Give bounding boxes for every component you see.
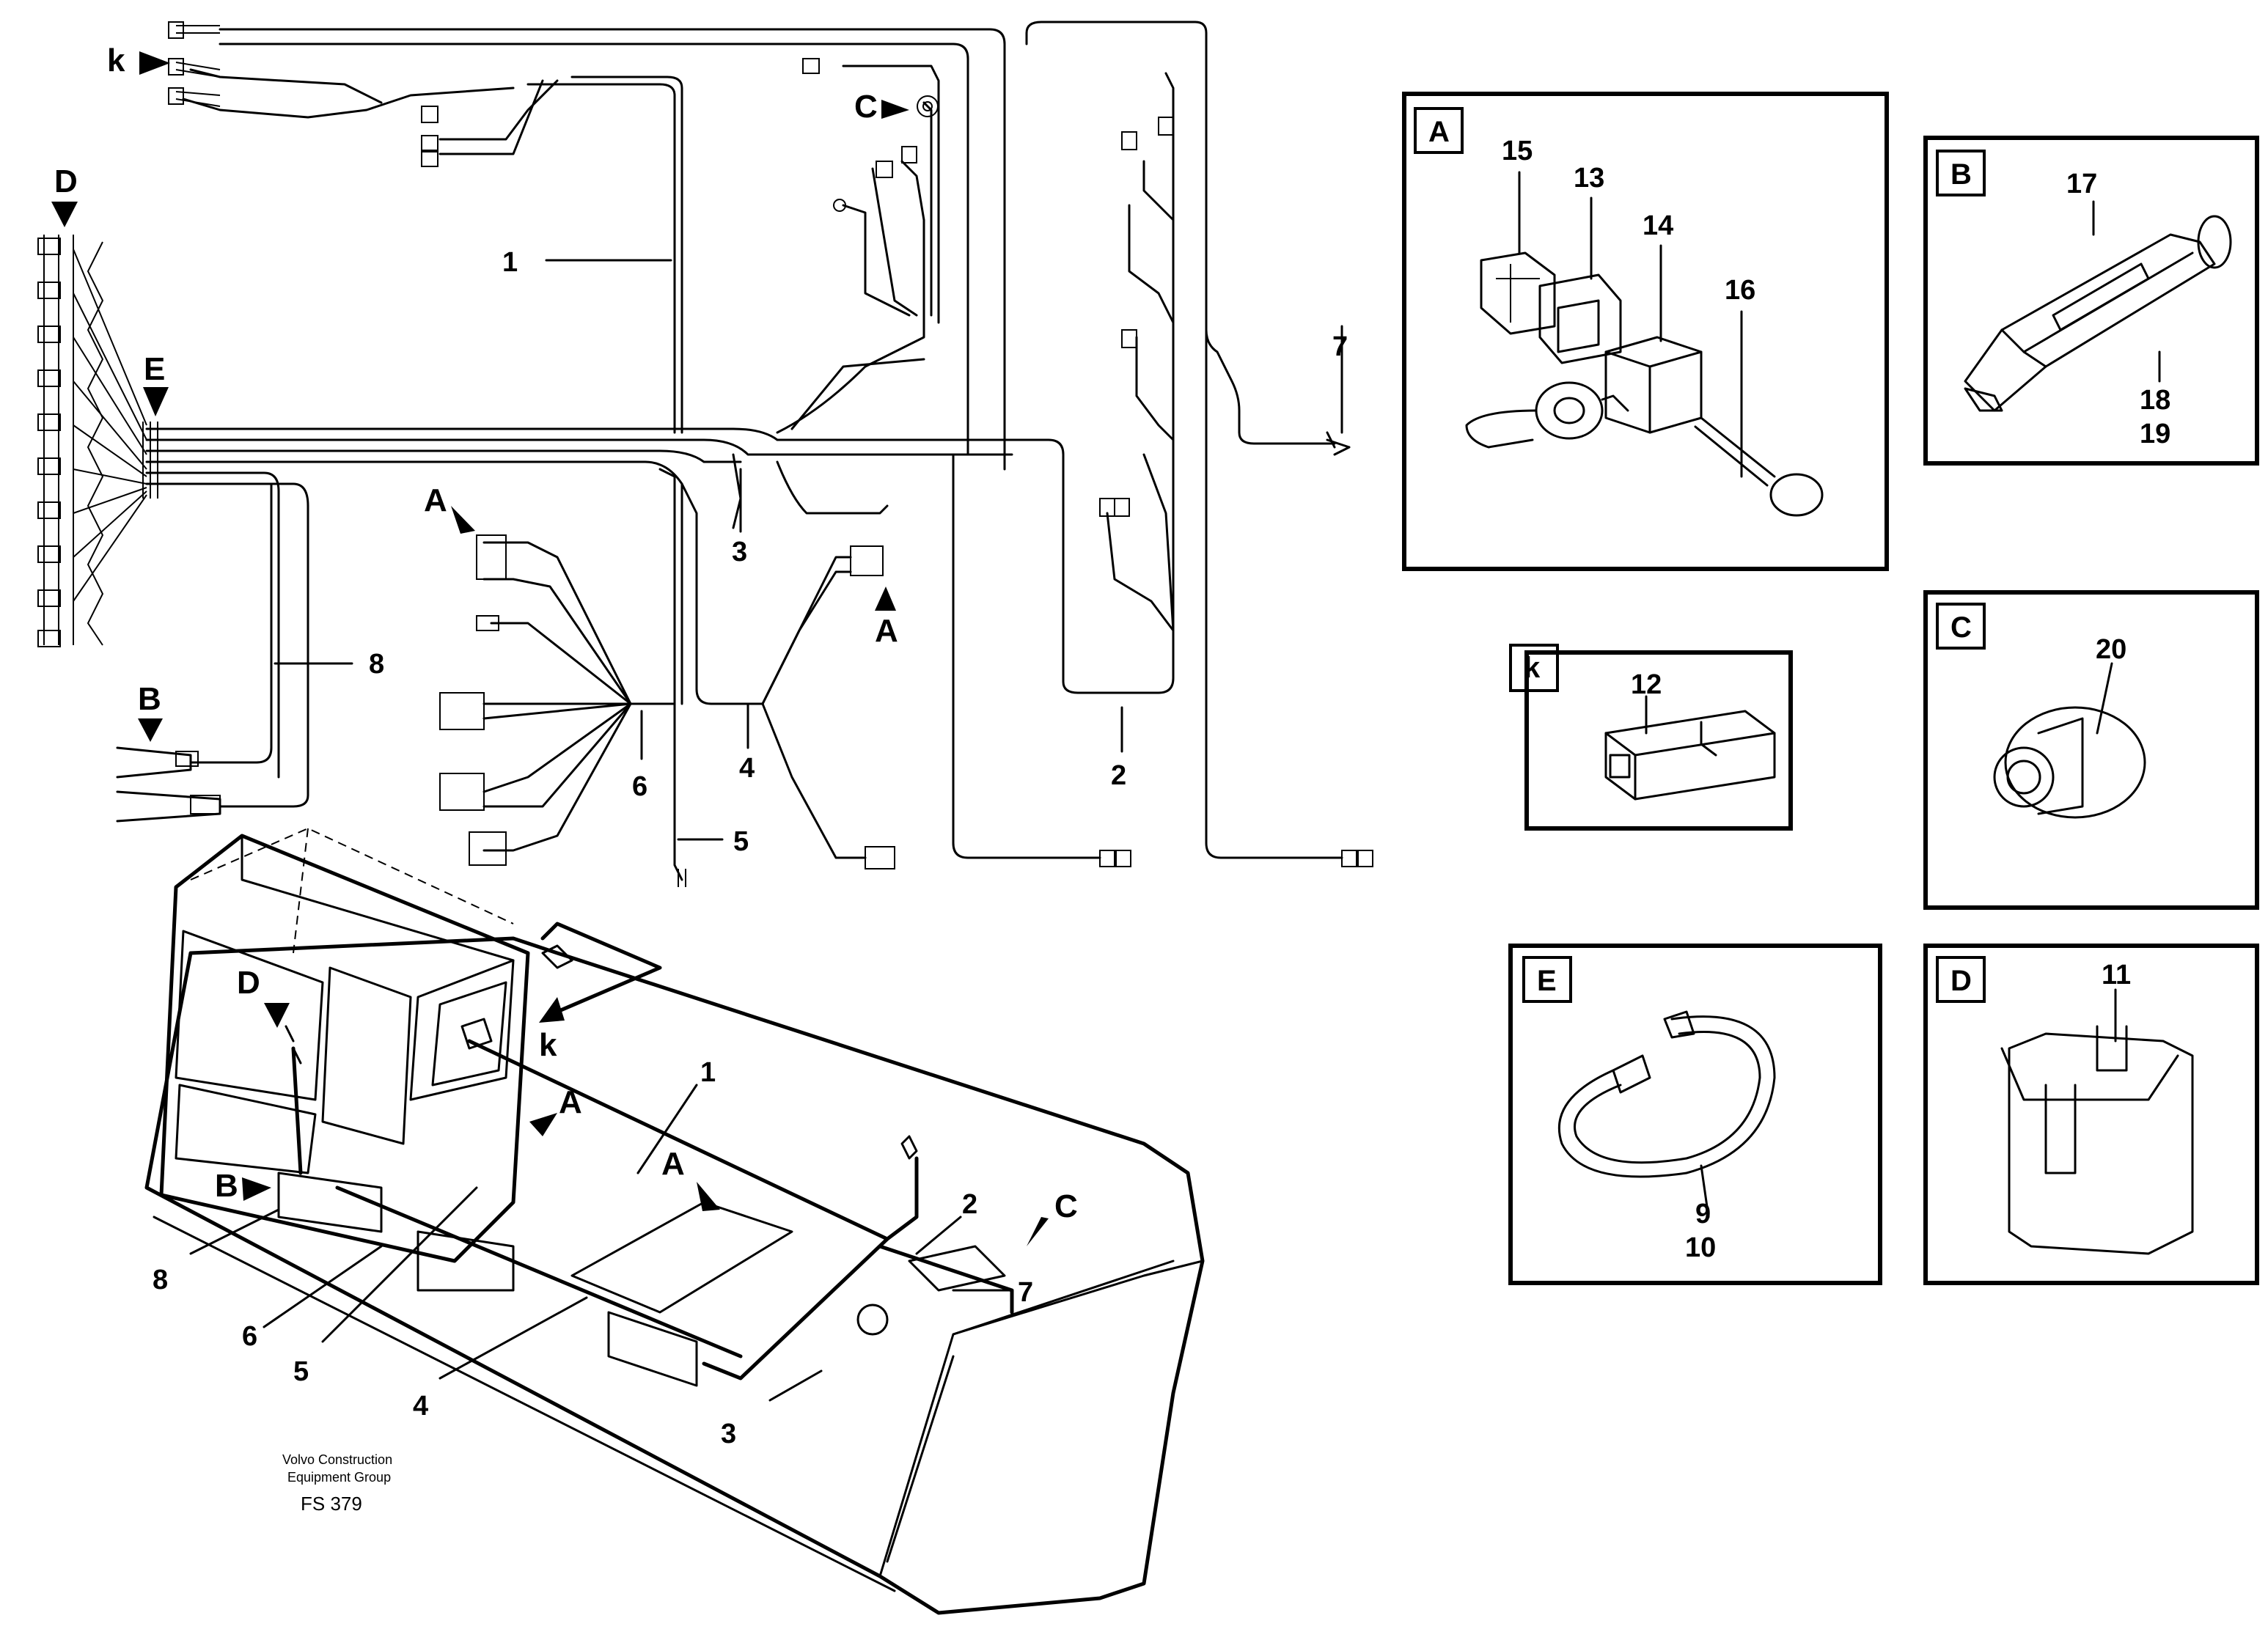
detail-k-part-12: 12 bbox=[1631, 669, 1662, 700]
harness-view-markers: A A B C D E k bbox=[51, 43, 909, 742]
detail-a-part-16: 16 bbox=[1725, 275, 1755, 306]
machine-marker-b: B bbox=[215, 1168, 238, 1204]
arrow-icon bbox=[264, 1003, 290, 1028]
detail-d: D 11 bbox=[1923, 944, 2259, 1285]
machine-label-5: 5 bbox=[293, 1356, 309, 1387]
machine-label-2: 2 bbox=[962, 1189, 977, 1220]
arrow-icon bbox=[143, 387, 169, 416]
harness-marker-d: D bbox=[54, 163, 78, 199]
detail-d-part-11: 11 bbox=[2102, 960, 2131, 990]
detail-b-part-18: 18 bbox=[2140, 385, 2170, 416]
arrow-icon bbox=[539, 997, 565, 1023]
harness-marker-e: E bbox=[144, 351, 165, 387]
harness-label-4: 4 bbox=[739, 753, 755, 784]
detail-b-part-17: 17 bbox=[2066, 169, 2097, 199]
harness-label-2: 2 bbox=[1111, 760, 1126, 791]
machine-view-markers: A A B C D k bbox=[215, 965, 1078, 1246]
arrow-icon bbox=[138, 718, 163, 742]
detail-b-part-19: 19 bbox=[2140, 419, 2170, 449]
machine-label-4: 4 bbox=[413, 1391, 428, 1422]
detail-e-part-10: 10 bbox=[1685, 1232, 1716, 1263]
arrow-icon bbox=[875, 587, 896, 611]
detail-c-letter: C bbox=[1950, 611, 1972, 644]
company-line-2: Equipment Group bbox=[287, 1470, 391, 1485]
figure-code: FS 379 bbox=[301, 1493, 362, 1515]
machine-leaders bbox=[189, 1084, 1013, 1402]
detail-e-letter: E bbox=[1537, 965, 1557, 997]
machine-marker-a-box: A bbox=[661, 1146, 685, 1182]
machine-label-8: 8 bbox=[153, 1265, 168, 1295]
machine-marker-k: k bbox=[539, 1027, 557, 1063]
arrow-icon bbox=[529, 1113, 557, 1136]
detail-e: E 9 10 bbox=[1508, 944, 1882, 1285]
arrow-icon bbox=[451, 506, 475, 534]
harness-label-7: 7 bbox=[1332, 331, 1348, 362]
machine-label-6: 6 bbox=[242, 1321, 257, 1352]
company-line-1: Volvo Construction bbox=[282, 1452, 392, 1467]
harness-label-8: 8 bbox=[369, 649, 384, 680]
machine-item-labels: 1 2 3 4 5 6 7 8 bbox=[153, 1057, 1033, 1449]
harness-marker-b: B bbox=[138, 681, 161, 717]
harness-label-5: 5 bbox=[733, 826, 749, 857]
detail-c: C 20 bbox=[1923, 590, 2259, 910]
wiring-harness bbox=[37, 21, 1373, 887]
arrow-icon bbox=[697, 1182, 720, 1211]
machine-label-3: 3 bbox=[721, 1419, 736, 1449]
harness-label-6: 6 bbox=[632, 771, 647, 802]
arrow-icon bbox=[881, 100, 909, 119]
detail-a-part-15: 15 bbox=[1502, 136, 1533, 166]
detail-b-letter: B bbox=[1950, 158, 1972, 191]
harness-leaders bbox=[274, 259, 1343, 841]
machine-outline bbox=[144, 827, 1205, 1615]
detail-b: B 17 18 19 bbox=[1923, 136, 2259, 466]
arrow-icon bbox=[1027, 1217, 1049, 1246]
detail-a-part-13: 13 bbox=[1574, 163, 1604, 194]
harness-marker-a-upper: A bbox=[424, 482, 447, 518]
detail-a-letter: A bbox=[1428, 116, 1450, 148]
harness-item-labels: 1 2 3 4 5 6 7 8 bbox=[369, 247, 1348, 857]
arrow-icon bbox=[242, 1177, 271, 1201]
detail-a: A 15 13 14 16 bbox=[1402, 92, 1889, 571]
footer: Volvo Construction Equipment Group FS 37… bbox=[282, 1452, 392, 1515]
machine-marker-c: C bbox=[1054, 1188, 1078, 1224]
harness-label-3: 3 bbox=[732, 537, 747, 567]
detail-k-letter: k bbox=[1524, 652, 1541, 684]
harness-label-1: 1 bbox=[502, 247, 518, 278]
arrow-icon bbox=[139, 51, 170, 75]
detail-a-part-14: 14 bbox=[1643, 210, 1673, 241]
harness-marker-a-lower: A bbox=[875, 613, 898, 649]
harness-marker-k: k bbox=[107, 43, 125, 78]
machine-marker-d: D bbox=[237, 965, 260, 1001]
machine-marker-a-cab: A bbox=[559, 1084, 582, 1120]
detail-d-letter: D bbox=[1950, 965, 1972, 997]
machine-label-1: 1 bbox=[700, 1057, 716, 1088]
detail-k: k 12 bbox=[1509, 644, 1793, 831]
harness-marker-c: C bbox=[854, 89, 878, 125]
machine-label-7: 7 bbox=[1018, 1277, 1033, 1308]
arrow-icon bbox=[51, 202, 78, 227]
detail-c-part-20: 20 bbox=[2096, 634, 2126, 665]
